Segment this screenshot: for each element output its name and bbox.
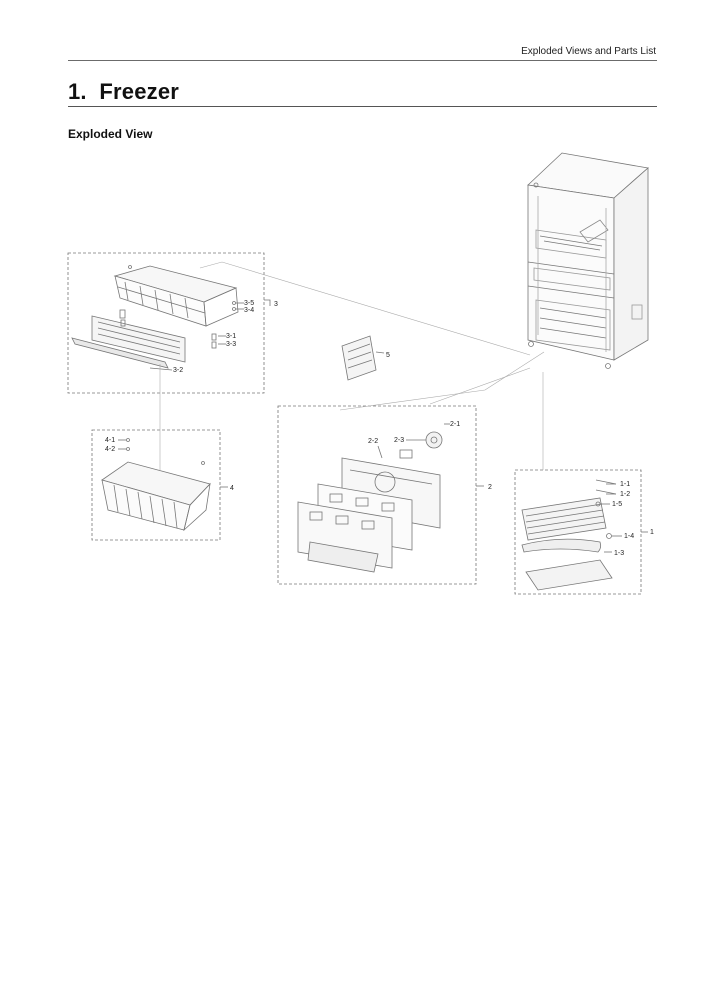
exploded-view-subtitle: Exploded View bbox=[68, 127, 153, 141]
part-5-illustration bbox=[341, 335, 377, 381]
group-4-frame bbox=[91, 429, 221, 541]
title-rule bbox=[68, 106, 657, 107]
callout-5: 5 bbox=[386, 352, 390, 359]
page-title: 1. Freezer bbox=[68, 79, 179, 105]
refrigerator-cabinet-illustration bbox=[527, 152, 649, 369]
callout-1-4: 1-4 bbox=[624, 533, 634, 540]
fan-assembly-illustration bbox=[399, 431, 443, 459]
upper-basket-illustration bbox=[113, 265, 239, 327]
callout-3-3: 3-3 bbox=[226, 341, 236, 348]
front-panel-illustration bbox=[71, 315, 186, 369]
group-2-frame bbox=[277, 405, 477, 585]
callout-1-2: 1-2 bbox=[620, 491, 630, 498]
callout-1-1: 1-1 bbox=[620, 481, 630, 488]
callout-2-2: 2-2 bbox=[368, 438, 378, 445]
lower-basket-illustration bbox=[101, 461, 211, 532]
callout-3-5: 3-5 bbox=[244, 300, 254, 307]
callout-1: 1 bbox=[650, 529, 654, 536]
callout-4-1: 4-1 bbox=[105, 437, 115, 444]
callout-2-1: 2-1 bbox=[450, 421, 460, 428]
group-3-frame bbox=[67, 252, 265, 394]
callout-3-2: 3-2 bbox=[173, 367, 183, 374]
evaporator-cover-illustration bbox=[297, 457, 441, 573]
header-rule bbox=[68, 60, 657, 61]
section-name: Freezer bbox=[99, 79, 180, 104]
callout-2-3: 2-3 bbox=[394, 437, 404, 444]
callout-1-5: 1-5 bbox=[612, 501, 622, 508]
page-header-text: Exploded Views and Parts List bbox=[521, 46, 656, 57]
section-number: 1. bbox=[68, 79, 87, 104]
callout-4-2: 4-2 bbox=[105, 446, 115, 453]
callout-3: 3 bbox=[274, 301, 278, 308]
evaporator-illustration bbox=[521, 479, 617, 591]
callout-4: 4 bbox=[230, 485, 234, 492]
callout-3-4: 3-4 bbox=[244, 307, 254, 314]
callout-2: 2 bbox=[488, 484, 492, 491]
callout-1-3: 1-3 bbox=[614, 550, 624, 557]
callout-3-1: 3-1 bbox=[226, 333, 236, 340]
